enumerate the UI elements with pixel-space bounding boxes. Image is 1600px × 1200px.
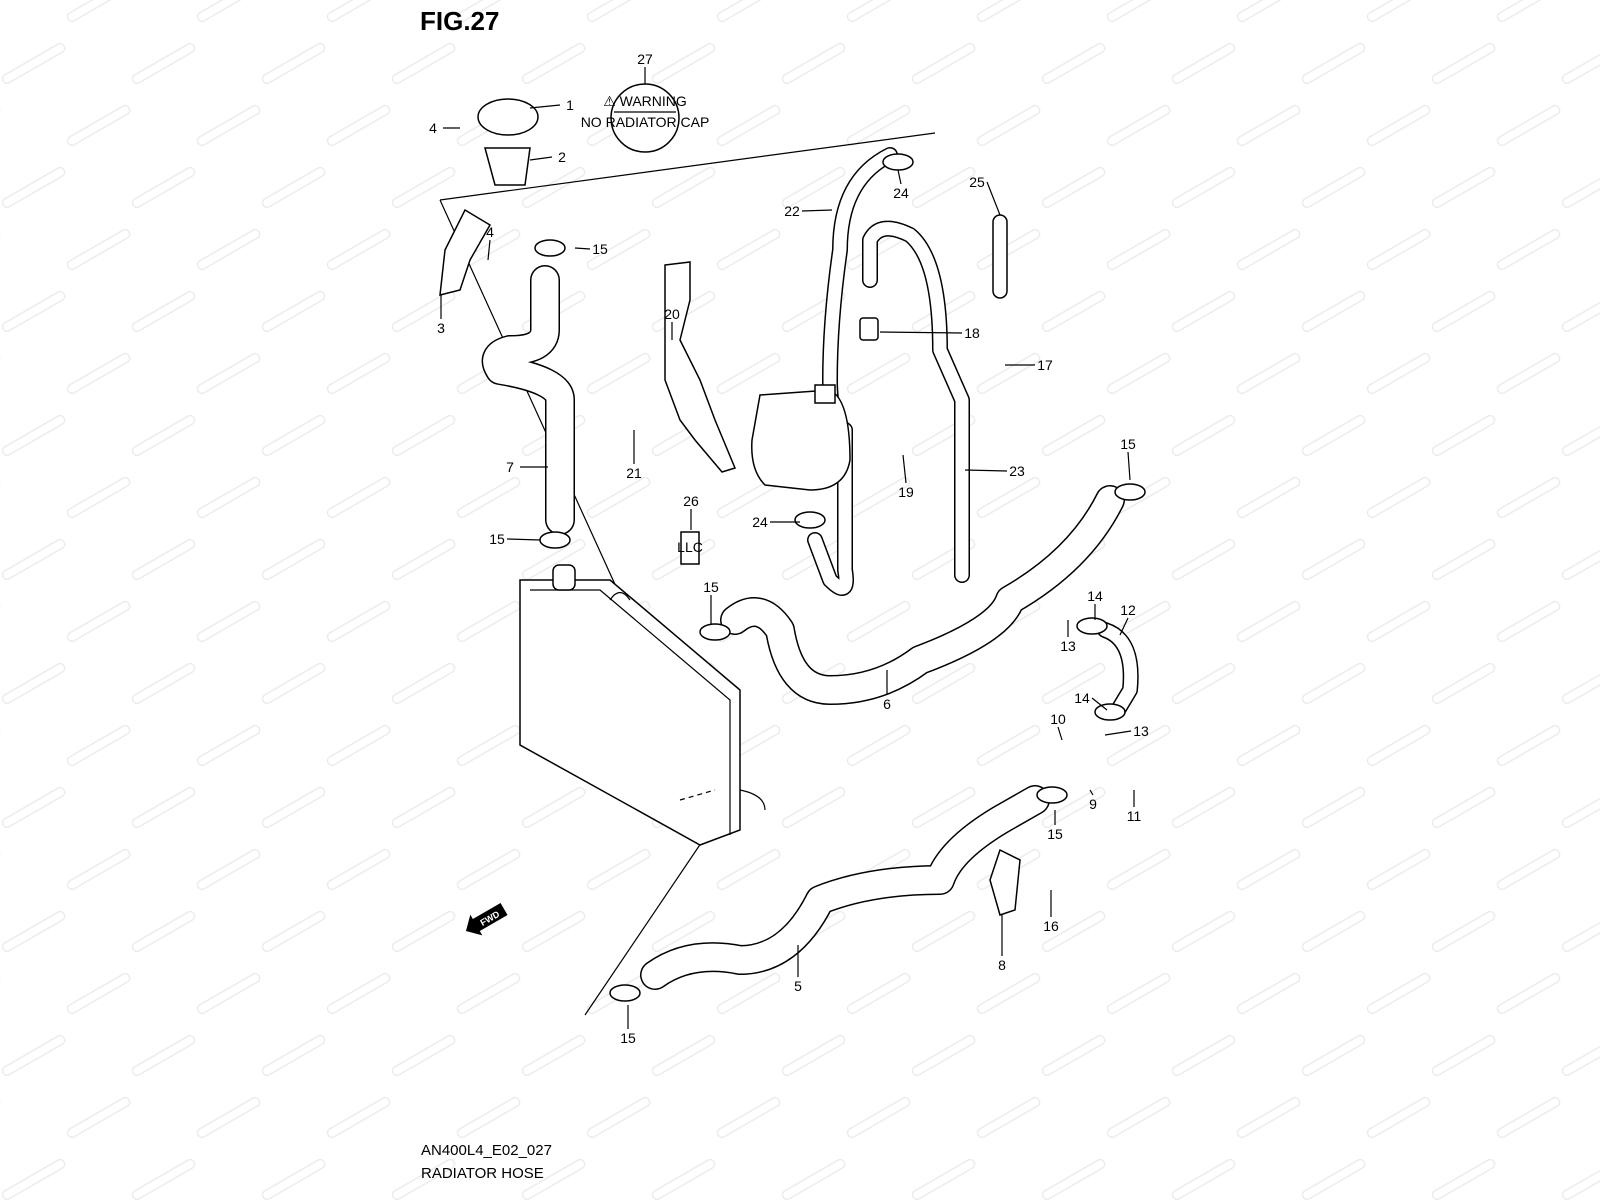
diagram-code: AN400L4_E02_027 [421,1142,552,1159]
leader-line [529,156,553,161]
leader-line [1089,789,1094,796]
callout-4: 4 [486,224,494,240]
hose-clamp [1036,786,1068,804]
leader-line [879,331,963,334]
callout-12: 12 [1120,602,1136,618]
callout-21: 21 [626,465,642,481]
leader-line [574,247,591,250]
leader-line [1057,726,1063,741]
leader-line [487,239,491,261]
callout-23: 23 [1009,463,1025,479]
figure-label: FIG.27 [420,6,500,36]
callout-15: 15 [703,579,719,595]
hose-6 [720,485,1125,705]
hose-clamp [882,153,914,171]
callout-14: 14 [1087,588,1103,604]
callout-15: 15 [1120,436,1136,452]
callout-18: 18 [964,325,980,341]
callout-15: 15 [592,241,608,257]
callout-4: 4 [429,120,437,136]
hose-12 [1097,622,1139,718]
callout-27: 27 [637,51,653,67]
callout-15: 15 [620,1030,636,1046]
filler-neck [484,147,531,186]
callout-5: 5 [794,978,802,994]
callout-8: 8 [998,957,1006,973]
leader-line [964,469,1008,472]
hose-clamp [609,984,641,1002]
hose-clamp [1114,483,1146,501]
hose-7 [481,265,575,535]
callout-3: 3 [437,320,445,336]
hose-clamp [794,511,826,529]
reservoir-tank [751,317,879,491]
bracket-3 [439,208,492,296]
leader-line [897,169,902,185]
callout-13: 13 [1060,638,1076,654]
callout-14: 14 [1074,690,1090,706]
llc-label-text: LLC [677,539,703,555]
leader-line [902,454,907,484]
leader-line [506,538,541,541]
callout-15: 15 [489,531,505,547]
leader-line [529,104,561,109]
callout-17: 17 [1037,357,1053,373]
callout-20: 20 [664,306,680,322]
hose-clamp [699,623,731,641]
bracket-20 [664,261,737,473]
hose-clamp [539,531,571,549]
callout-24: 24 [893,185,909,201]
leader-line [986,181,1001,216]
clip-25 [992,214,1008,299]
llc-label [680,531,700,565]
callout-7: 7 [506,459,514,475]
callout-24: 24 [752,514,768,530]
callout-22: 22 [784,203,800,219]
radiator-cap [477,98,539,136]
radiator [519,564,766,846]
callout-6: 6 [883,696,891,712]
hose-clamp [1076,617,1108,635]
hose-clamp [534,239,566,257]
hose-clamp [1094,703,1126,721]
decal-line2: NO RADIATOR CAP [581,114,710,130]
bracket-8 [989,848,1021,916]
callout-9: 9 [1089,796,1097,812]
decal-line1: ⚠ WARNING [603,93,687,109]
callout-labels: 1241543715202126242224251817192315156141… [429,51,1149,1046]
diagram-title: RADIATOR HOSE [421,1165,544,1182]
callout-26: 26 [683,493,699,509]
leader-line [1091,697,1108,711]
leader-line [1104,730,1132,736]
leader-line [1127,451,1131,481]
callout-25: 25 [969,174,985,190]
hose-clamps [534,153,1146,1002]
hose-22 [807,147,970,596]
leader-line [801,209,833,212]
callout-1: 1 [566,97,574,113]
fwd-arrow: FWD [465,902,508,936]
callout-10: 10 [1050,711,1066,727]
hose-5 [640,785,1050,990]
callout-2: 2 [558,149,566,165]
callout-11: 11 [1127,808,1142,824]
callout-16: 16 [1043,918,1059,934]
leader-line [1119,617,1129,636]
callout-15: 15 [1047,826,1063,842]
callout-19: 19 [898,484,914,500]
callout-13: 13 [1133,723,1149,739]
